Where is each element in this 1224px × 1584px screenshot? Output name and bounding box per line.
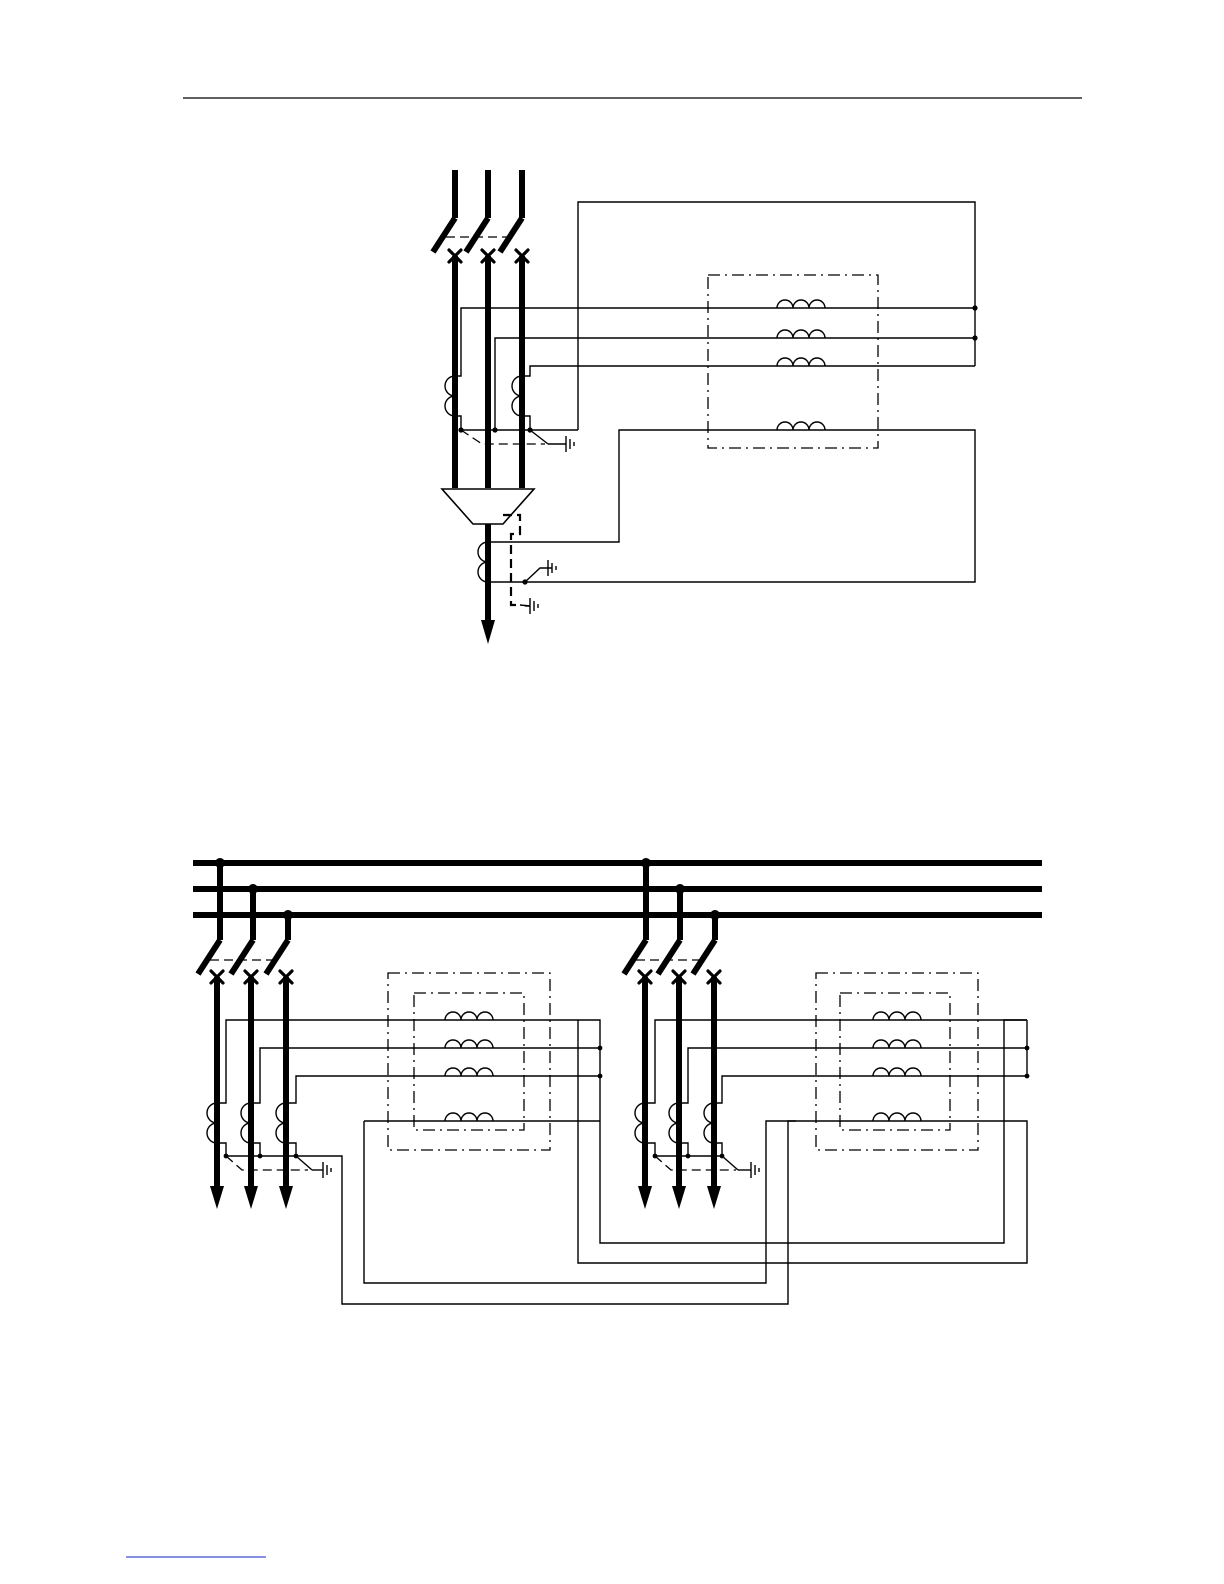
arrow-down-icon <box>707 1186 721 1209</box>
coil-icon <box>777 330 825 338</box>
coil-icon <box>777 422 825 430</box>
arrow-down-icon <box>244 1186 258 1209</box>
arrow-down-icon <box>638 1186 652 1209</box>
feeder-a <box>198 863 1027 1304</box>
top-disconnector <box>433 170 522 252</box>
coil-icon <box>445 1113 493 1121</box>
ground-icon <box>530 598 538 614</box>
coil-icon <box>445 1068 493 1076</box>
relay-box-inner <box>414 993 524 1130</box>
coil-icon <box>873 1040 921 1048</box>
ground-icon <box>566 436 574 452</box>
coil-icon <box>777 300 825 308</box>
coil-icon <box>873 1012 921 1020</box>
arrow-down-icon <box>279 1186 293 1209</box>
coil-icon <box>445 1040 493 1048</box>
arrow-down-icon <box>481 620 495 644</box>
coil-icon <box>873 1068 921 1076</box>
ground-icon <box>751 1162 759 1178</box>
coil-icon <box>777 358 825 366</box>
relay-box <box>708 275 878 448</box>
ground-icon <box>323 1162 331 1178</box>
relay-box-outer <box>388 973 550 1150</box>
coil-icon <box>873 1113 921 1121</box>
top-diagram <box>433 170 978 644</box>
bottom-diagram <box>193 858 1042 1304</box>
arrow-down-icon <box>210 1186 224 1209</box>
relay-box-inner <box>840 993 950 1130</box>
coil-icon <box>445 1012 493 1020</box>
arrow-down-icon <box>672 1186 686 1209</box>
